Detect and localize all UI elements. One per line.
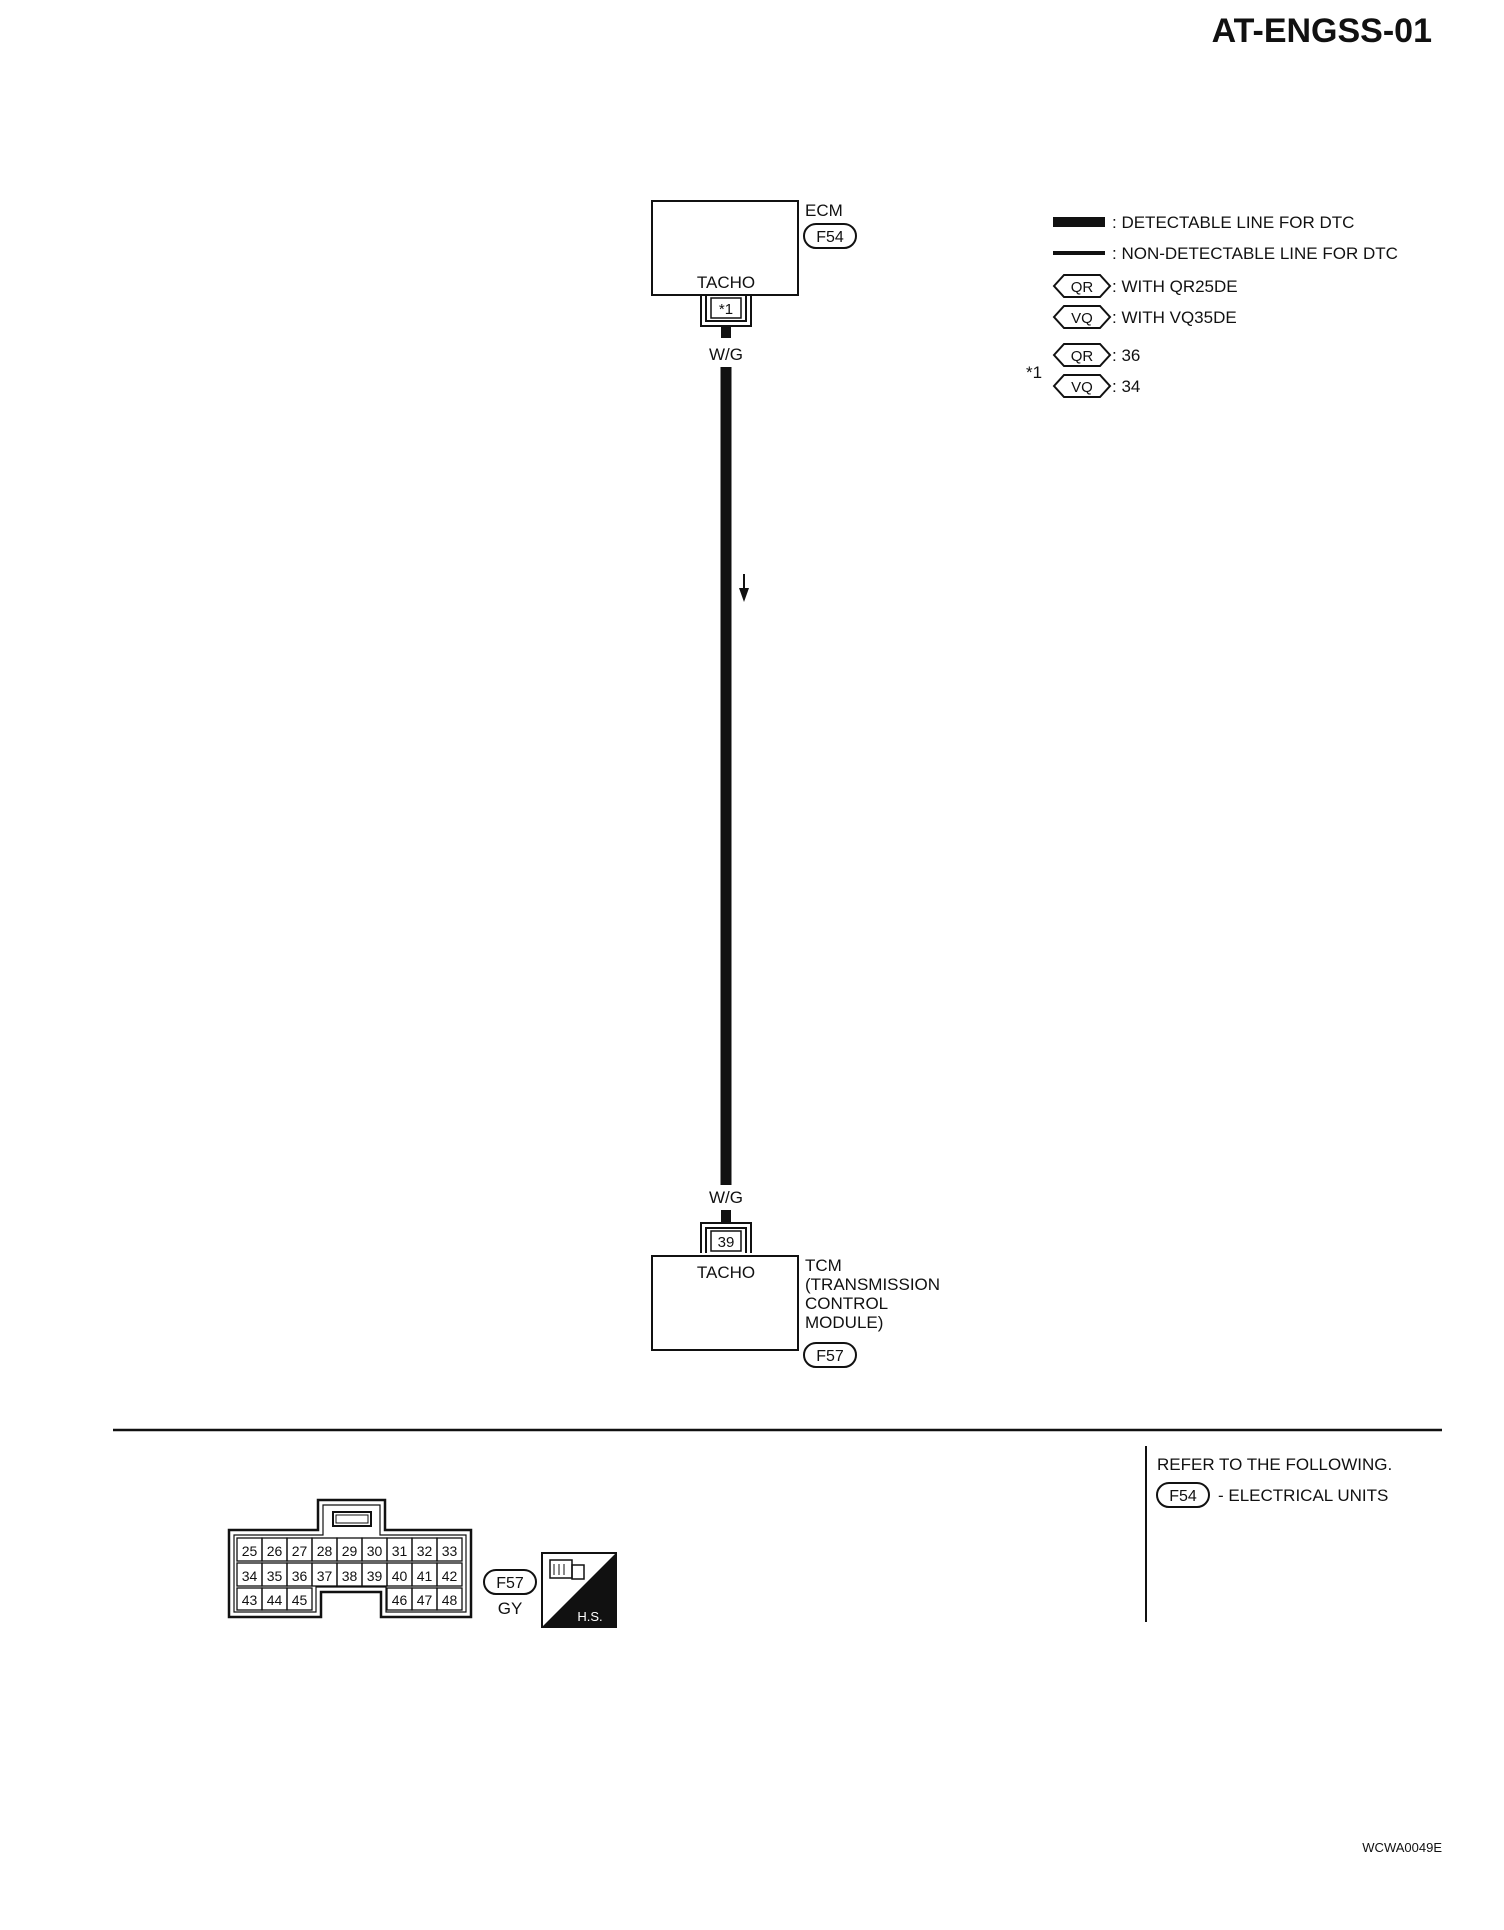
legend-vq-desc: : WITH VQ35DE — [1112, 308, 1237, 327]
pin-33: 33 — [442, 1543, 458, 1559]
pin-row-1: 25 26 27 28 29 30 31 32 33 — [236, 1537, 463, 1562]
reference-title: REFER TO THE FOLLOWING. — [1157, 1455, 1392, 1474]
pin-41: 41 — [417, 1568, 433, 1584]
pin-44: 44 — [267, 1592, 283, 1608]
figure-code: WCWA0049E — [1362, 1840, 1442, 1855]
tcm-connector-id: F57 — [816, 1348, 844, 1365]
pin-47: 47 — [417, 1592, 433, 1608]
pin-46: 46 — [392, 1592, 408, 1608]
pin-36: 36 — [292, 1568, 308, 1584]
svg-text:QR: QR — [1071, 279, 1094, 296]
pin-37: 37 — [317, 1568, 333, 1584]
legend-star-qr-value: : 36 — [1112, 346, 1140, 365]
svg-text:QR: QR — [1071, 348, 1094, 365]
pin-43: 43 — [242, 1592, 258, 1608]
ecm-unit: ECM F54 TACHO *1 W/G — [651, 200, 857, 364]
reference-section: REFER TO THE FOLLOWING. F54 - ELECTRICAL… — [1156, 1455, 1392, 1508]
svg-text:VQ: VQ — [1071, 310, 1093, 327]
signal-direction-arrow — [739, 574, 749, 602]
pin-row-3: 43 44 45 46 47 48 — [236, 1587, 463, 1611]
legend-star-vq-value: : 34 — [1112, 377, 1140, 396]
legend-qr-desc: : WITH QR25DE — [1112, 277, 1238, 296]
pin-32: 32 — [417, 1543, 433, 1559]
pin-30: 30 — [367, 1543, 383, 1559]
ecm-box — [651, 200, 799, 296]
connector-latch-icon — [332, 1511, 372, 1527]
connector-face-view: 25 26 27 28 29 30 31 32 33 34 35 36 37 3… — [227, 1498, 617, 1628]
tcm-unit: W/G 39 TACHO TCM (TRANSMISSION CONTROL M… — [651, 1188, 940, 1368]
pin-38: 38 — [342, 1568, 358, 1584]
connector-outline — [227, 1498, 473, 1619]
connector-plug-icon — [549, 1559, 585, 1580]
pin-39: 39 — [367, 1568, 383, 1584]
ecm-name: ECM — [805, 201, 843, 220]
ecm-terminal: *1 — [700, 296, 752, 327]
pin-31: 31 — [392, 1543, 408, 1559]
pin-45: 45 — [292, 1592, 308, 1608]
legend-star-label: *1 — [1026, 363, 1042, 382]
pin-27: 27 — [292, 1543, 308, 1559]
reference-text: - ELECTRICAL UNITS — [1218, 1486, 1388, 1505]
ecm-wire-color: W/G — [709, 345, 743, 364]
tcm-name-line-3: CONTROL — [805, 1294, 888, 1313]
connector-id-badge: F57 — [483, 1569, 537, 1595]
pin-42: 42 — [442, 1568, 458, 1584]
tcm-name-line-1: TCM — [805, 1256, 842, 1275]
tcm-box — [651, 1255, 799, 1351]
pin-29: 29 — [342, 1543, 358, 1559]
ecm-connector-id: F54 — [816, 229, 844, 246]
legend-non-detectable: : NON-DETECTABLE LINE FOR DTC — [1112, 244, 1398, 263]
pin-26: 26 — [267, 1543, 283, 1559]
ecm-terminal-label: TACHO — [697, 273, 755, 292]
pin-48: 48 — [442, 1592, 458, 1608]
pin-28: 28 — [317, 1543, 333, 1559]
tcm-name-line-4: MODULE) — [805, 1313, 883, 1332]
connector-id: F57 — [496, 1575, 524, 1592]
ecm-terminal-pin: *1 — [719, 301, 733, 318]
reference-connector-badge: F54 — [1156, 1482, 1210, 1508]
star-qr-tag-icon: QR — [1052, 343, 1112, 367]
tcm-connector-badge: F57 — [803, 1342, 857, 1368]
pin-40: 40 — [392, 1568, 408, 1584]
harness-side-icon: H.S. — [541, 1552, 617, 1628]
tcm-wire-color: W/G — [709, 1188, 743, 1207]
star-vq-tag-icon: VQ — [1052, 374, 1112, 398]
connector-inner-outline — [233, 1504, 467, 1613]
tcm-terminal-label: TACHO — [697, 1263, 755, 1282]
connector-color: GY — [498, 1599, 523, 1618]
pin-34: 34 — [242, 1568, 258, 1584]
reference-connector-id: F54 — [1169, 1488, 1197, 1505]
legend: : DETECTABLE LINE FOR DTC : NON-DETECTAB… — [1026, 213, 1398, 398]
diagram-id: AT-ENGSS-01 — [1212, 12, 1432, 50]
tcm-terminal: 39 — [700, 1222, 752, 1253]
pin-35: 35 — [267, 1568, 283, 1584]
tcm-terminal-pin: 39 — [718, 1234, 735, 1251]
pin-row-2: 34 35 36 37 38 39 40 41 42 — [236, 1562, 463, 1587]
tcm-name-line-2: (TRANSMISSION — [805, 1275, 940, 1294]
ecm-connector-badge: F54 — [803, 223, 857, 249]
vq-tag-icon: VQ — [1052, 305, 1112, 329]
legend-detectable: : DETECTABLE LINE FOR DTC — [1112, 213, 1354, 232]
qr-tag-icon: QR — [1052, 274, 1112, 298]
pin-25: 25 — [242, 1543, 258, 1559]
hs-label: H.S. — [577, 1609, 602, 1624]
svg-text:VQ: VQ — [1071, 379, 1093, 396]
